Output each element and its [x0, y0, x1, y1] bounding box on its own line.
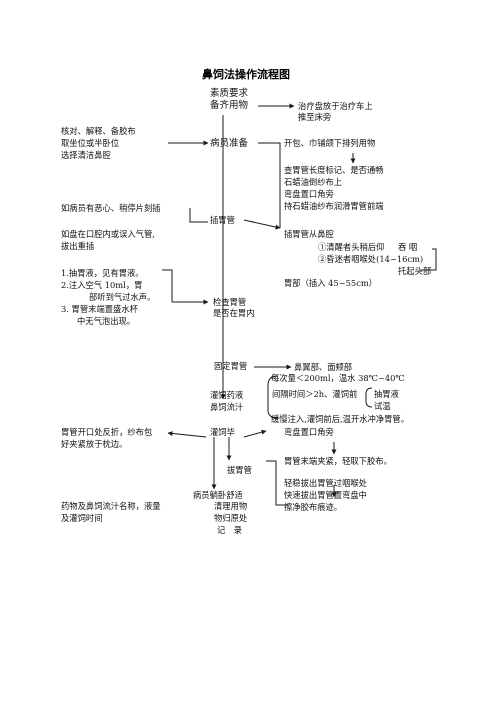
step-clean-items: 清理用物	[214, 501, 248, 511]
note-conscious-head-back: ①清醒者头稍后仰	[318, 242, 385, 252]
note-lubricate-tube: 持石蜡油纱布润滑胃管前端	[284, 201, 384, 211]
note-insert-via-nose: 插胃管从鼻腔	[284, 229, 334, 239]
note-nose-cheek: 鼻翼部、面颊部	[294, 362, 353, 372]
note-test-temperature: 试温	[374, 401, 391, 411]
check-left-bracket	[162, 269, 173, 302]
step-insert-tube: 插胃管	[210, 215, 235, 225]
finish-left-arrow	[167, 430, 207, 438]
step-check-tube: 检查胃管	[213, 297, 247, 307]
note-inject-air: 2.注入空气 10ml，胃	[61, 280, 143, 290]
note-clean-tape-marks: 擦净胶布痕迹。	[284, 502, 343, 512]
insert-left-bracket	[189, 208, 208, 223]
note-aspirate-fluid: 1.抽胃液，见有胃液。	[61, 268, 144, 278]
note-swallow: 吞 咽	[398, 242, 418, 252]
note-interval-time: 间隔时间＞2h、灌饲前	[272, 389, 358, 399]
note-clean-nostril: 选择清洁鼻腔	[61, 150, 111, 160]
step-prepare-items: 备齐用物	[210, 100, 249, 111]
step-check-in-stomach: 是否在胃内	[213, 308, 255, 318]
note-clamp-remove-tape: 胃管末端夹紧，轻取下胶布。	[284, 456, 392, 466]
step-feed-medicine: 灌饲药液	[210, 390, 244, 400]
page-title: 鼻饲法操作流程图	[202, 68, 290, 81]
note-drug-name-volume: 药物及鼻饲流汁名称，液量	[61, 501, 161, 511]
pull-right-bracket	[266, 460, 288, 506]
note-stomach-depth: 胃部（插入 45~55cm）	[284, 278, 378, 288]
step-patient-preparation: 病员准备	[210, 138, 249, 149]
step-fix-tube: 固定胃管	[214, 361, 248, 371]
step-quality-requirements: 素质要求	[210, 88, 249, 99]
note-gently-pull: 轻稳拔出胃管过咽喉处	[284, 478, 367, 488]
note-nausea-pause: 如病员有恶心、稍停片刻插	[61, 203, 161, 213]
note-tube-in-water: 3. 胃管末端置盛水杯	[61, 304, 138, 314]
note-curved-tray: 弯盘置口角旁	[284, 189, 334, 199]
step-remove-tube: 拔胃管	[227, 465, 252, 475]
note-open-pack: 开包、巾铺颌下排列用物	[284, 138, 376, 148]
step-record: 记 录	[217, 525, 242, 535]
feeding-bracket	[267, 375, 279, 419]
note-lift-head: 托起头部	[398, 266, 432, 276]
note-fold-tube-end: 胃管开口处反折，纱布包	[61, 427, 153, 437]
note-tray-on-cart: 治疗盘放于治疗车上	[298, 101, 373, 111]
note-sitting-position: 取坐位或半卧位	[61, 138, 120, 148]
note-coiled-in-mouth: 如盘在口腔内或误入气管,	[61, 229, 155, 239]
note-clamp-pillow: 好夹紧放于枕边。	[61, 439, 128, 449]
note-no-bubbles: 中无气泡出现。	[77, 316, 136, 326]
note-push-to-bed: 推至床旁	[298, 112, 332, 122]
note-withdraw-reinsert: 拔出重插	[61, 241, 95, 251]
aspirate-bracket	[365, 387, 373, 408]
swallow-bracket	[420, 248, 437, 271]
finish-right-arrow	[243, 429, 267, 438]
note-tray-beside-mouth: 弯盘置口角旁	[284, 427, 334, 437]
step-return-items: 物归原处	[214, 513, 248, 523]
note-hear-bubbling: 部听到气过水声。	[89, 292, 156, 302]
note-volume-temperature: 每次量＜200ml，温水 38℃~40℃	[271, 373, 405, 383]
step-patient-comfortable: 病员躺卧舒适	[193, 490, 243, 500]
note-verify-explain: 核对、解释、备胶布	[61, 126, 136, 136]
note-feeding-time: 及灌饲时间	[61, 513, 103, 523]
note-unconscious-throat: ②昏迷者咽喉处(14~16cm)	[318, 254, 424, 264]
note-quickly-pull: 快速拔出胃管置弯盘中	[284, 490, 367, 500]
step-feeding-done: 灌饲毕	[210, 427, 235, 437]
step-nasal-feeding: 鼻饲流汁	[210, 402, 244, 412]
note-paraffin-gauze: 石蜡油倒纱布上	[284, 177, 343, 187]
patient-right-bracket	[258, 142, 281, 228]
note-check-tube-length: 查胃管长度标记、是否通畅	[284, 165, 384, 175]
note-slow-injection: 缓慢注入,灌饲前后,温开水冲净胃管。	[271, 414, 410, 424]
insert-right-arrow	[243, 219, 281, 230]
note-aspirate-gastric: 抽胃液	[374, 389, 399, 399]
